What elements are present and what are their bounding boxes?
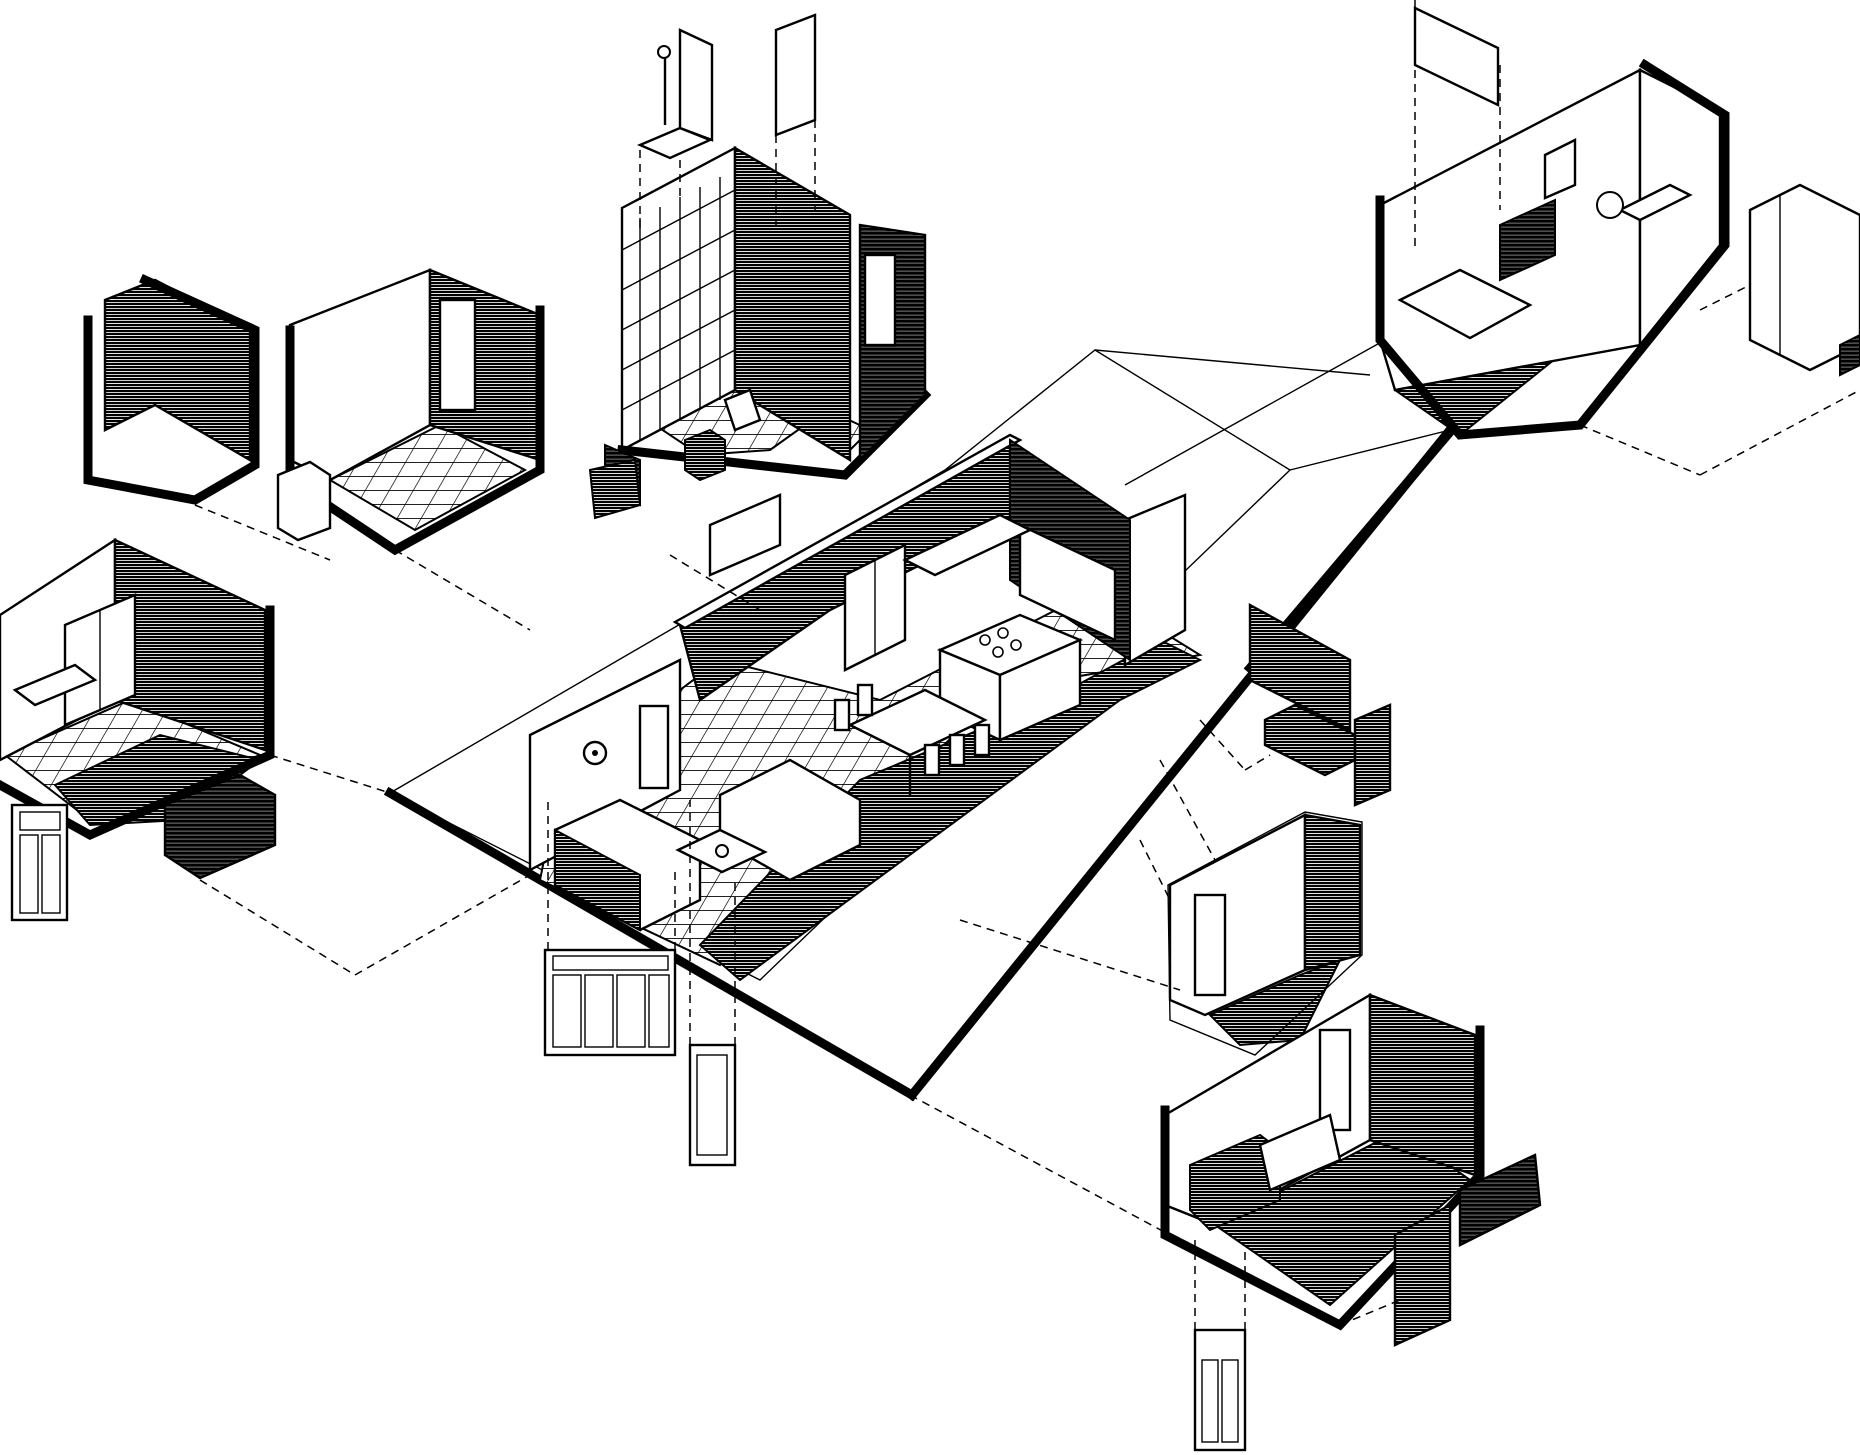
study-cabinet xyxy=(1393,1202,1452,1347)
kitchen-tall-cabinets xyxy=(1018,523,1117,642)
study-desk xyxy=(1189,1133,1281,1232)
bathroom-with-shower xyxy=(617,145,932,480)
bedroom-left xyxy=(0,537,531,976)
central-master-connector xyxy=(1124,339,1386,486)
exploded-wardrobe-right xyxy=(1748,183,1860,377)
desk xyxy=(12,663,98,707)
shower-panel xyxy=(678,28,714,142)
entry-floor xyxy=(327,423,528,532)
storage-room xyxy=(959,759,1363,1056)
small-shower-room xyxy=(83,274,331,561)
bathroom-tile-lines xyxy=(621,177,736,440)
tv-panel xyxy=(1248,602,1352,732)
shower-head xyxy=(657,45,671,59)
kitchen-island-side xyxy=(998,638,1082,742)
exploded-study-window xyxy=(1193,1240,1247,1452)
bathroom-door xyxy=(863,253,897,347)
bathroom-side-wall-dark xyxy=(733,145,852,463)
living-back-wall-top xyxy=(672,433,1023,630)
study-bench xyxy=(1258,1113,1342,1192)
living-door xyxy=(638,704,670,790)
exploded-window-left xyxy=(10,803,69,922)
storage-door xyxy=(1193,893,1227,997)
shower-room-frame xyxy=(83,274,260,505)
study-room xyxy=(909,992,1542,1347)
wall-mirror xyxy=(708,493,782,577)
master-desk xyxy=(1617,183,1693,222)
shower-room-dash xyxy=(194,504,331,561)
exploded-shower xyxy=(636,28,714,230)
dining-table xyxy=(847,688,988,757)
exploded-french-windows xyxy=(543,800,677,1057)
bookshelf xyxy=(1353,703,1392,807)
dining-chairs xyxy=(833,683,991,777)
storage-side-wall xyxy=(1303,813,1362,972)
slab-top-edge-2 xyxy=(1289,429,1451,471)
hob-burners xyxy=(979,627,1022,658)
living-hatched-floor-band xyxy=(698,638,1203,982)
entry-dash xyxy=(394,549,531,631)
wall-clock-center xyxy=(592,750,598,756)
sofa-left-back xyxy=(554,828,641,932)
toilet xyxy=(723,388,762,432)
entry-door xyxy=(438,298,477,412)
living-slab-thick-edge xyxy=(383,786,919,1102)
cube-stool xyxy=(684,428,726,482)
study-radiator xyxy=(1458,1153,1542,1247)
entry-hall xyxy=(276,268,545,631)
slab-top-edge xyxy=(1094,349,1371,376)
study-door xyxy=(1318,1028,1352,1132)
master-chair xyxy=(1596,191,1624,219)
storage-frame xyxy=(1167,811,1363,1056)
bath-door-panel xyxy=(774,13,817,137)
coffee-table-bowl xyxy=(715,844,729,858)
storage-floor xyxy=(1208,958,1343,1047)
exploded-tv-unit xyxy=(1199,602,1392,807)
shower-room-back-wall xyxy=(103,278,252,463)
master-bed xyxy=(1397,268,1533,340)
exploded-radiator xyxy=(588,428,782,611)
exploded-bathroom-door xyxy=(774,13,817,230)
kitchen-counter xyxy=(902,513,1033,577)
exploded-master-window xyxy=(1413,6,1500,107)
entry-cabinet xyxy=(276,460,332,542)
central-living-area xyxy=(383,349,1457,1102)
master-window xyxy=(1543,138,1577,200)
small-cabinet xyxy=(588,458,642,520)
master-dresser xyxy=(1499,198,1556,282)
bench-box xyxy=(163,773,277,880)
exploded-living-door xyxy=(688,800,737,1167)
master-bedroom xyxy=(1375,0,1860,476)
